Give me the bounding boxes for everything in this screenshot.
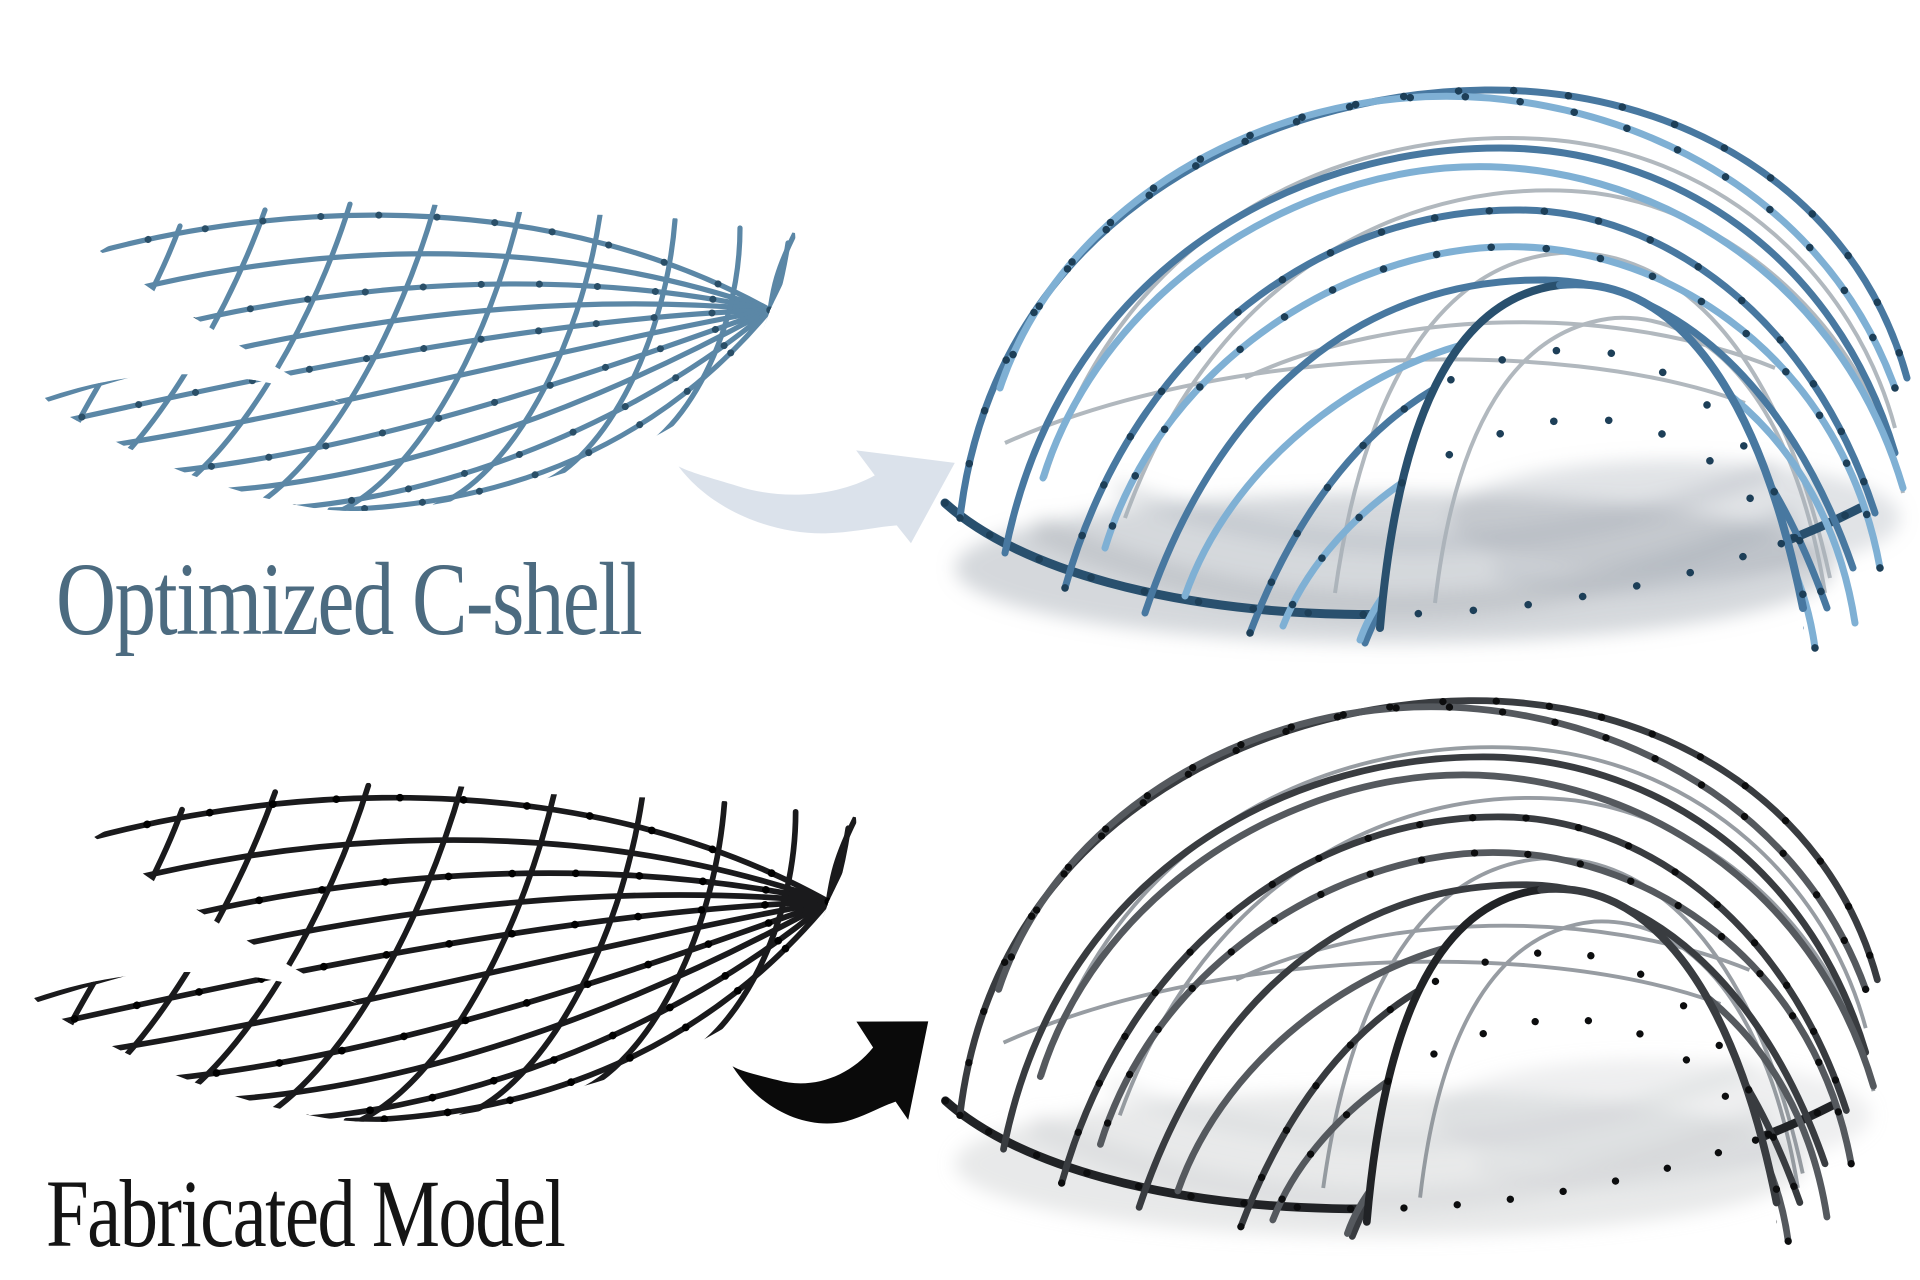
deploy-arrow-icon (730, 1007, 935, 1137)
deployed-cshell-dome-render (795, 48, 1920, 688)
optimized-cshell-label: Optimized C-shell (56, 542, 643, 657)
deploy-arrow-icon (678, 450, 955, 544)
fabricated-model-label: Fabricated Model (46, 1160, 566, 1267)
fabricated-dome-photo (770, 660, 1920, 1280)
